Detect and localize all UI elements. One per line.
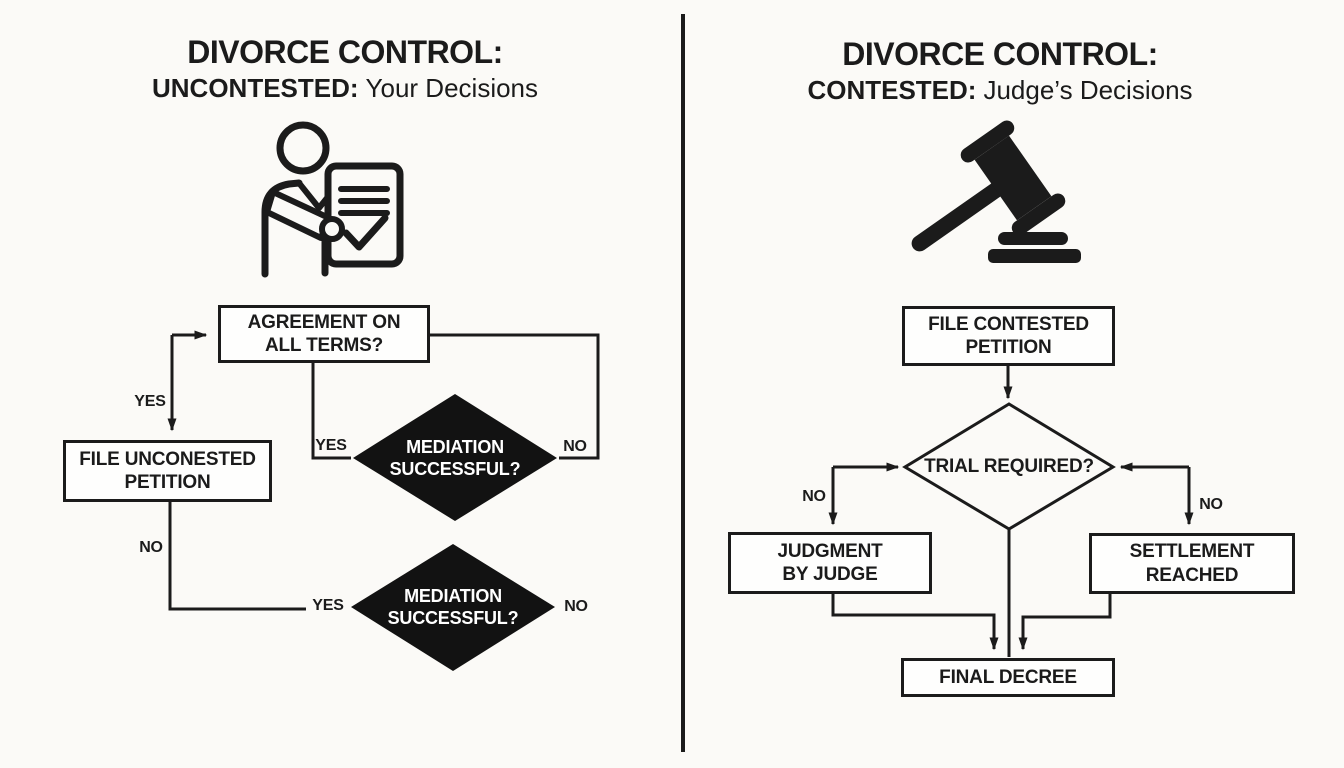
right-title-emphasis: CONTESTED: [807, 74, 977, 105]
label-no-from-mediation-bottom: NO [564, 598, 588, 615]
label-no-below-file: NO [139, 539, 163, 556]
left-title-remainder: Your Decisions [365, 72, 539, 103]
connector-agreement-no-loop [430, 333, 600, 460]
label-no-to-settlement: NO [1199, 496, 1223, 513]
left-panel-title: DIVORCE CONTROL: UNCONTESTED:Your Decisi… [95, 34, 595, 104]
label-yes-into-mediation-bottom: YES [312, 597, 344, 614]
connector-file-no-to-mediation-bottom [168, 502, 306, 611]
connector-settlement-to-final [1018, 594, 1112, 651]
connector-judgment-to-final [831, 594, 999, 651]
node-agreement-on-all-terms: AGREEMENT ON ALL TERMS? [218, 305, 430, 363]
left-title-line2: UNCONTESTED:Your Decisions [95, 72, 595, 104]
left-title-line1: DIVORCE CONTROL: [187, 34, 503, 70]
left-title-emphasis: UNCONTESTED: [151, 72, 359, 103]
node-mediation-successful-top: MEDIATION SUCCESSFUL? [389, 436, 521, 480]
node-judgment-by-judge: JUDGMENT BY JUDGE [728, 532, 932, 594]
connector-agreement-to-mediation-top [311, 363, 351, 460]
node-final-decree: FINAL DECREE [901, 658, 1115, 697]
person-checklist-icon [261, 121, 404, 278]
node-file-contested-petition: FILE CONTESTED PETITION [902, 306, 1115, 366]
mediation-top-diamond [353, 394, 557, 521]
right-title-line2: CONTESTED:Judge’s Decisions [765, 74, 1235, 106]
label-no-to-judgment: NO [802, 488, 826, 505]
right-title-remainder: Judge’s Decisions [983, 74, 1193, 105]
right-title-line1: DIVORCE CONTROL: [842, 36, 1158, 72]
node-settlement-reached: SETTLEMENT REACHED [1089, 533, 1295, 594]
gavel-icon [911, 120, 1081, 263]
trial-required-diamond [902, 402, 1116, 531]
right-panel-title: DIVORCE CONTROL: CONTESTED:Judge’s Decis… [765, 36, 1235, 106]
node-mediation-successful-bottom: MEDIATION SUCCESSFUL? [387, 585, 519, 629]
label-no-from-mediation-top: NO [563, 438, 587, 455]
label-yes-agreement-to-file: YES [134, 393, 166, 410]
mediation-bottom-diamond [351, 544, 555, 671]
node-file-uncontested-petition: FILE UNCONESTED PETITION [63, 440, 272, 502]
label-yes-into-mediation-top: YES [315, 437, 347, 454]
node-trial-required: TRIAL REQUIRED? [924, 456, 1094, 478]
